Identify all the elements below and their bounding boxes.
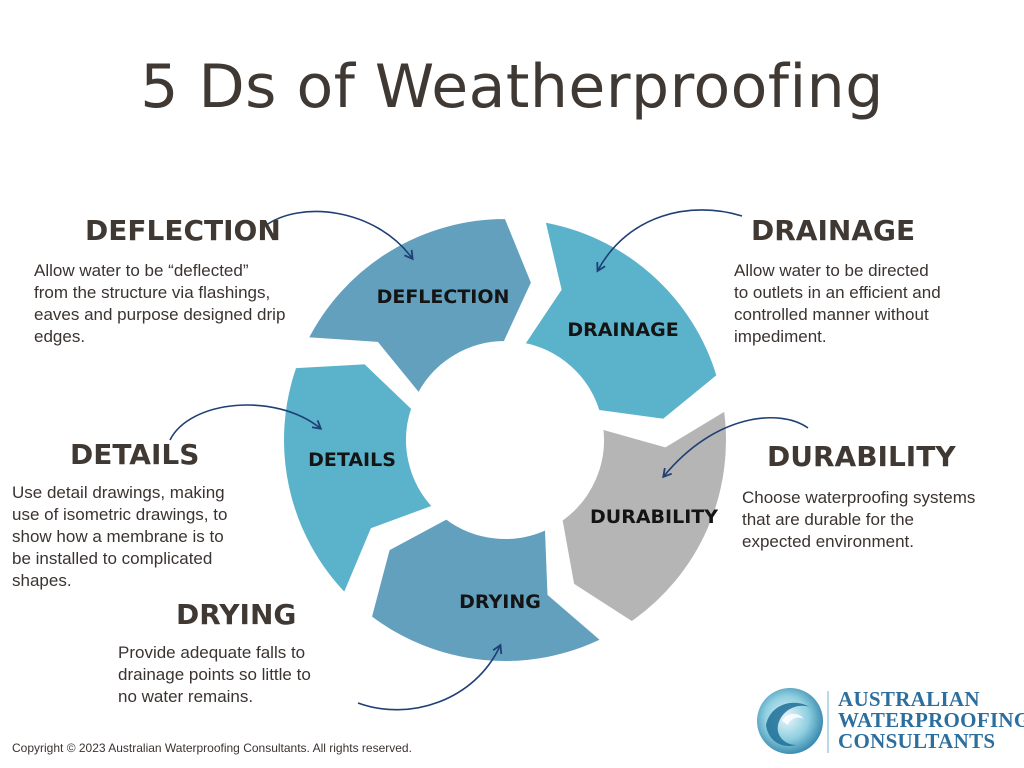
desc-line: Use detail drawings, making — [12, 483, 225, 502]
arrow-deflection — [264, 210, 414, 261]
desc-line: from the structure via flashings, — [34, 283, 271, 302]
desc-deflection: Allow water to be “deflected” from the s… — [34, 260, 285, 348]
desc-line: use of isometric drawings, to — [12, 505, 228, 524]
desc-details: Use detail drawings, making use of isome… — [12, 482, 227, 592]
segment-label-drainage: DRAINAGE — [567, 319, 678, 341]
page-title: 5 Ds of Weatherproofing — [140, 52, 884, 122]
desc-line: be installed to complicated — [12, 549, 213, 568]
desc-line: Allow water to be “deflected” — [34, 261, 249, 280]
heading-drying: DRYING — [176, 598, 297, 631]
arrow-details — [169, 404, 323, 441]
arrow-drying — [357, 643, 503, 711]
desc-line: expected environment. — [742, 532, 914, 551]
desc-line: to outlets in an efficient and — [734, 283, 941, 302]
segment-drainage — [515, 215, 724, 426]
desc-line: show how a membrane is to — [12, 527, 224, 546]
segment-label-drying: DRYING — [459, 591, 541, 613]
desc-line: eaves and purpose designed drip — [34, 305, 286, 324]
logo-line: CONSULTANTS — [838, 729, 996, 753]
desc-drying: Provide adequate falls to drainage point… — [118, 642, 311, 708]
logo-line: AUSTRALIAN — [838, 687, 980, 711]
desc-line: Choose waterproofing systems — [742, 488, 976, 507]
segment-label-durability: DURABILITY — [590, 506, 718, 528]
segment-label-details: DETAILS — [308, 449, 396, 471]
copyright-text: Copyright © 2023 Australian Waterproofin… — [12, 741, 412, 755]
desc-line: impediment. — [734, 327, 827, 346]
desc-line: Provide adequate falls to — [118, 643, 306, 662]
desc-line: that are durable for the — [742, 510, 915, 529]
desc-line: shapes. — [12, 571, 72, 590]
heading-deflection: DEFLECTION — [85, 214, 281, 247]
desc-drainage: Allow water to be directed to outlets in… — [734, 260, 941, 348]
desc-line: controlled manner without — [734, 305, 929, 324]
desc-line: edges. — [34, 327, 86, 346]
heading-drainage: DRAINAGE — [751, 214, 916, 247]
desc-durability: Choose waterproofing systems that are du… — [742, 487, 975, 553]
water-drop-logo-icon — [757, 688, 829, 754]
desc-line: Allow water to be directed — [734, 261, 929, 280]
segment-deflection — [299, 213, 538, 403]
segment-label-deflection: DEFLECTION — [377, 286, 510, 308]
logo-line: WATERPROOFING — [838, 708, 1024, 732]
arrow-durability — [662, 417, 809, 479]
heading-durability: DURABILITY — [767, 440, 956, 473]
segment-drying — [365, 512, 611, 667]
desc-line: drainage points so little to — [118, 665, 311, 684]
segment-durability — [556, 401, 732, 629]
arrow-drainage — [596, 209, 743, 273]
desc-line: no water remains. — [118, 687, 254, 706]
company-logo: AUSTRALIAN WATERPROOFING CONSULTANTS — [752, 685, 1024, 757]
heading-details: DETAILS — [70, 438, 200, 471]
logo-wordmark: AUSTRALIAN WATERPROOFING CONSULTANTS — [838, 689, 1024, 752]
